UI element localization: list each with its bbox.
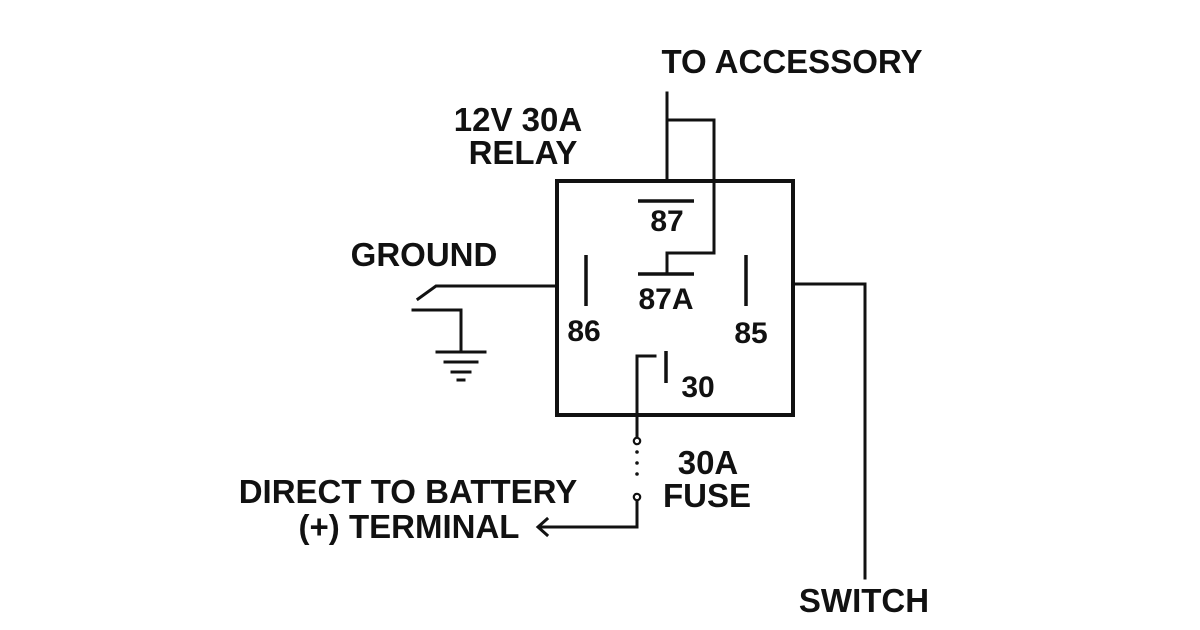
ground-wire xyxy=(415,284,559,302)
pin-30-wire xyxy=(635,354,657,439)
battery-wire xyxy=(538,499,639,529)
fuse-name-label: FUSE xyxy=(663,477,751,514)
ground-label: GROUND xyxy=(351,236,498,273)
pin-87a-label: 87A xyxy=(638,283,693,316)
pin-86-label: 86 xyxy=(567,315,600,348)
fuse-icon xyxy=(632,436,642,502)
battery-label-line1: DIRECT TO BATTERY xyxy=(239,473,578,510)
pin-87a-jumper-wire xyxy=(665,118,716,275)
ground-lead xyxy=(411,308,463,352)
relay-housing xyxy=(555,179,795,417)
battery-arrow-icon xyxy=(535,516,550,538)
ground-symbol-icon xyxy=(435,350,487,382)
to-accessory-label: TO ACCESSORY xyxy=(662,43,923,80)
pin-85-label: 85 xyxy=(734,317,767,350)
battery-label-line2: (+) TERMINAL xyxy=(299,508,520,545)
relay-name-label: RELAY xyxy=(469,134,578,171)
switch-label: SWITCH xyxy=(799,582,929,619)
switch-wire xyxy=(791,282,867,580)
fuse-rating-label: 30A xyxy=(678,444,739,481)
relay-rating-label: 12V 30A xyxy=(454,101,582,138)
pin-87-label: 87 xyxy=(650,205,683,238)
pin-30-label: 30 xyxy=(681,371,714,404)
